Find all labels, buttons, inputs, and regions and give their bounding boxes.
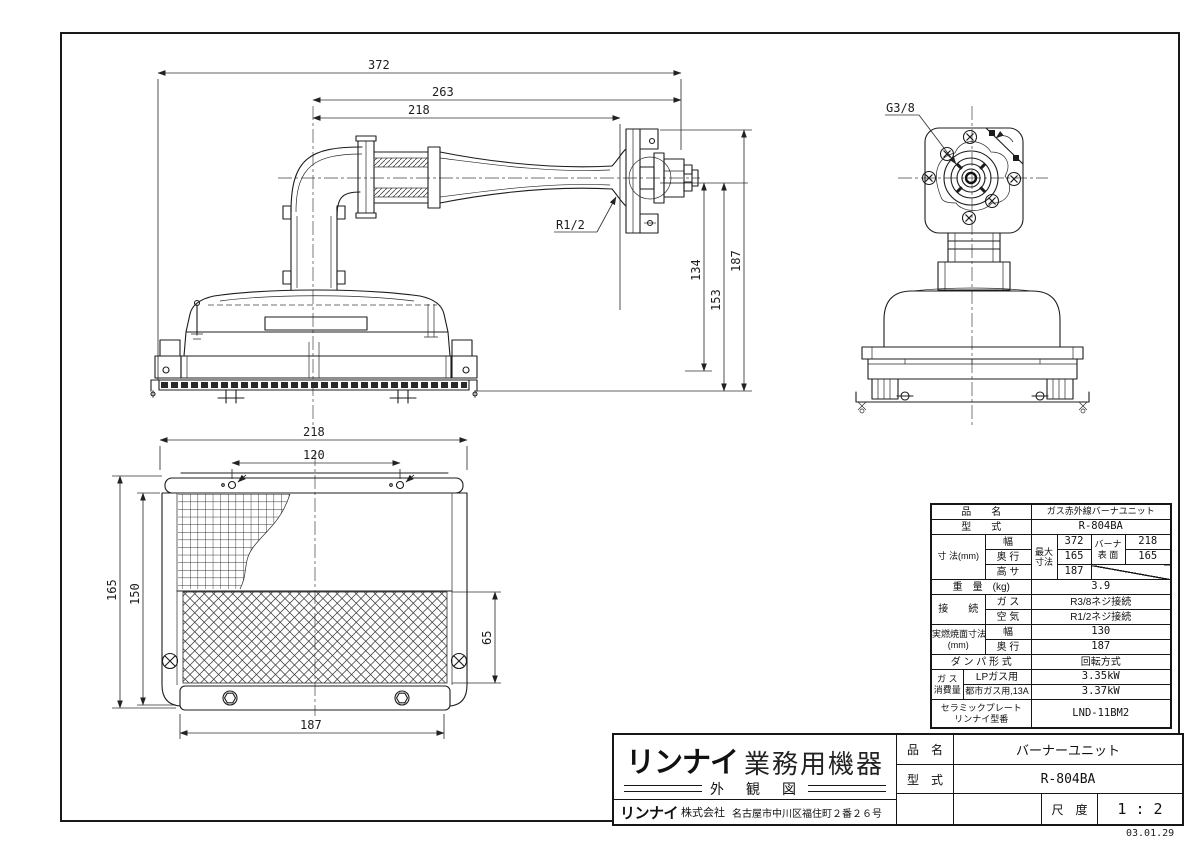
spec-row-dims: 寸 法(mm) 幅 最大寸法 372 バーナ表 面 218 <box>930 534 1172 580</box>
double-rule-right <box>808 785 886 792</box>
plan-dim-218: 218 <box>303 425 325 439</box>
plan-dim-65: 65 <box>480 631 494 645</box>
spec-row-damper: ダ ン パ 形 式 回転方式 <box>930 654 1172 670</box>
spec-row-burnsurface-w: 実燃焼面寸法(mm) 幅 130 <box>930 624 1172 655</box>
spec-table: 品 名 ガス赤外線バーナユニット 型 式 R-804BA 寸 法(mm) 幅 最… <box>930 503 1172 729</box>
spec-row-ceramic: セラミックプレートリンナイ型番 LND-11BM2 <box>930 699 1172 729</box>
title-row-model: 型 式 R-804BA <box>897 764 1182 795</box>
side-dim-134: 134 <box>689 259 703 281</box>
side-view: 372 263 218 134 153 187 R1/2 <box>150 58 752 425</box>
title-row-product: 品 名 バーナーユニット <box>897 735 1182 765</box>
plan-dim-150: 150 <box>128 583 142 605</box>
model-label: 型 式 <box>897 764 954 794</box>
screw-icons <box>921 129 1022 226</box>
empty-cell-2 <box>954 794 1042 824</box>
title-block-left: リンナイ 業務用機器 外 観 図 リンナイ 株式会社 名古屋市中川区福住町２番２… <box>614 735 897 824</box>
spec-row-lp: ガ ス消費量 LPガス用 3.35kW <box>930 669 1172 700</box>
spec-row-dims2: 奥 行 165 165 <box>931 549 1172 565</box>
title-block: リンナイ 業務用機器 外 観 図 リンナイ 株式会社 名古屋市中川区福住町２番２… <box>612 733 1184 826</box>
double-rule-left <box>624 785 702 792</box>
spec-row-product: 品 名 ガス赤外線バーナユニット <box>930 503 1172 520</box>
company-logo: リンナイ <box>620 804 679 822</box>
spec-max-label: 最大寸法 <box>1030 534 1058 580</box>
company-suffix: 株式会社 <box>681 807 726 819</box>
scale-value: 1 : 2 <box>1117 800 1163 819</box>
model-value: R-804BA <box>1040 771 1096 787</box>
product-name-label: 品 名 <box>897 735 954 764</box>
side-dim-372: 372 <box>368 58 390 72</box>
title-row-scale: 尺 度 1 : 2 <box>897 794 1182 824</box>
side-dim-263: 263 <box>432 85 454 99</box>
spec-row-air-conn: 空 気 R1/2ネジ接続 <box>931 609 1172 625</box>
scale-label: 尺 度 <box>1042 794 1098 824</box>
front-view: G3/8 <box>855 101 1090 425</box>
rinnai-logo: リンナイ <box>625 747 739 779</box>
spec-row-weight: 重 量 (kg) 3.9 <box>930 579 1172 595</box>
side-dim-153: 153 <box>709 289 723 311</box>
empty-cell-1 <box>897 794 954 824</box>
plan-view: 218 120 165 150 65 187 <box>105 425 501 739</box>
spec-dims-label: 寸 法(mm) <box>930 534 986 580</box>
spec-product-value: ガス赤外線バーナユニット <box>1030 503 1172 520</box>
plan-dim-187: 187 <box>300 718 322 732</box>
drawing-type-label: 外 観 図 <box>710 780 800 797</box>
spec-product-label: 品 名 <box>930 503 1032 520</box>
side-dim-218: 218 <box>408 103 430 117</box>
product-name-value: バーナーユニット <box>1015 742 1120 758</box>
drawing-date: 03.01.29 <box>1126 828 1175 839</box>
brand-suffix: 業務用機器 <box>744 748 885 779</box>
side-label-r12: R1/2 <box>556 218 585 232</box>
spec-row-dims3: 高 サ 187 <box>931 564 1172 580</box>
spec-model-label: 型 式 <box>930 519 1032 535</box>
plan-dim-120: 120 <box>303 448 325 462</box>
spec-row-model: 型 式 R-804BA <box>930 519 1172 535</box>
spec-row-burnsurface-d: 奥 行 187 <box>931 639 1172 655</box>
spec-burner-label: バーナ表 面 <box>1090 534 1126 565</box>
front-label-g38: G3/8 <box>886 101 915 115</box>
spec-row-city: 都市ガス用,13A 3.37kW <box>931 684 1172 700</box>
spec-row-gas-conn: 接 続 ガ ス R3/8ネジ接続 <box>930 594 1172 625</box>
side-dim-187: 187 <box>729 250 743 272</box>
spec-diagonal-cell <box>1090 564 1172 580</box>
title-block-right: 品 名 バーナーユニット 型 式 R-804BA 尺 度 1 : 2 <box>897 735 1182 824</box>
plan-dim-165: 165 <box>105 579 119 601</box>
hex-bolt-icons <box>222 690 410 706</box>
company-address: 名古屋市中川区福住町２番２６号 <box>732 808 883 820</box>
spec-model-value: R-804BA <box>1030 519 1172 535</box>
